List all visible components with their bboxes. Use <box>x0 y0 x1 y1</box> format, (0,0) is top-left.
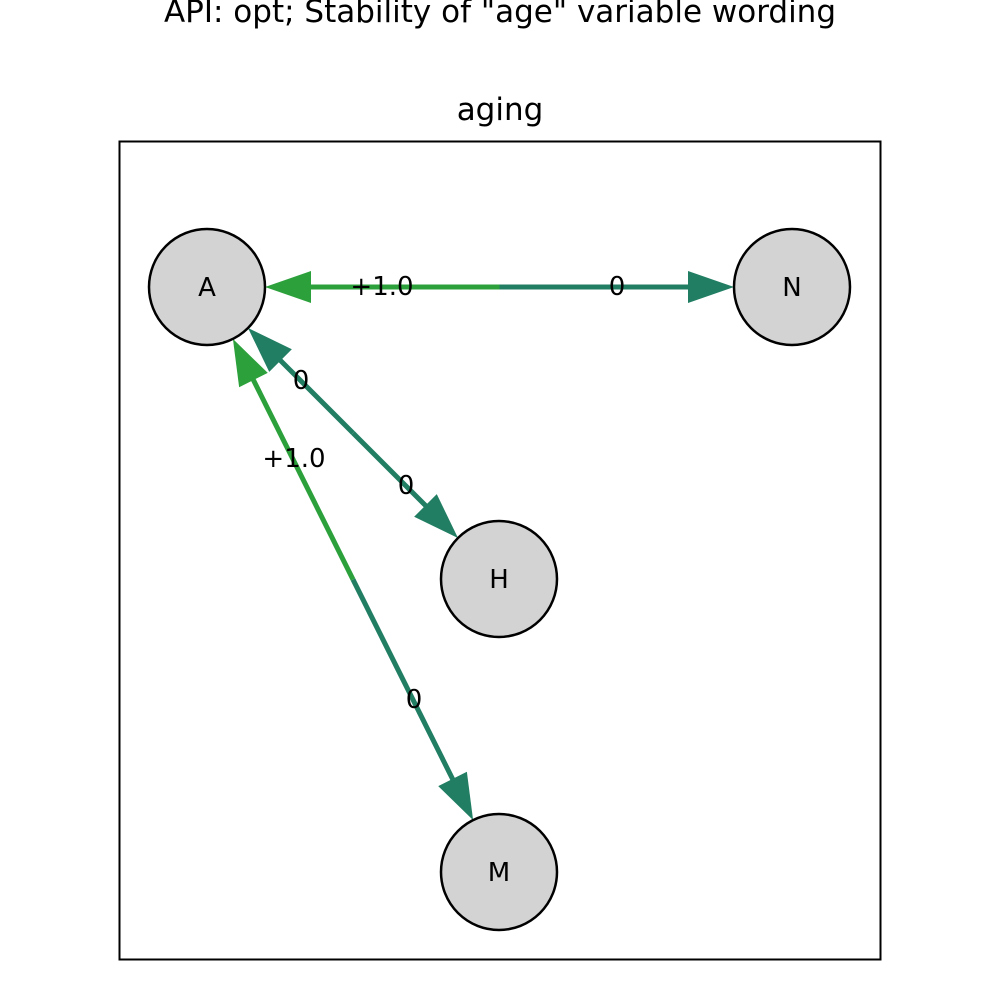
edge-labels-layer: 0 +1.0 0 0 0 +1.0 <box>262 272 625 715</box>
node-A: A <box>147 227 267 347</box>
edge-H-A-segment-from <box>351 431 439 519</box>
node-N-label: N <box>782 273 801 303</box>
edge-M-A-arrowhead-to <box>232 338 268 388</box>
edges-layer <box>232 271 734 821</box>
node-M: M <box>439 812 559 932</box>
node-H-label: H <box>489 565 509 595</box>
node-M-label: M <box>488 858 510 888</box>
plot-frame <box>118 140 882 961</box>
edge-H-A-arrowhead-to <box>248 328 292 372</box>
edge-H-A-label-to: 0 <box>293 366 310 396</box>
edge-H-A-label-from: 0 <box>398 471 415 501</box>
edge-M-A-arrowhead-from <box>438 771 474 821</box>
edge-N-A-label-to: +1.0 <box>350 272 413 302</box>
edge-M-A-segment-from <box>350 578 462 795</box>
node-N-circle <box>732 227 852 347</box>
node-A-label: A <box>198 273 216 303</box>
nodes-layer: A N H M <box>147 227 852 932</box>
edge-H-A-segment-to <box>267 347 355 435</box>
axes-title: aging <box>456 92 544 128</box>
edge-M-A-label-to: +1.0 <box>262 444 325 474</box>
figure-title: API: opt; Stability of "age" variable wo… <box>163 0 837 30</box>
node-H: H <box>439 519 559 639</box>
edge-N-A-arrowhead-to <box>265 271 311 303</box>
edge-H-A-arrowhead-from <box>414 494 458 538</box>
node-H-circle <box>439 519 559 639</box>
edge-M-A-segment-to <box>244 364 356 581</box>
edge-N-A-arrowhead-from <box>688 271 734 303</box>
node-N: N <box>732 227 852 347</box>
node-M-circle <box>439 812 559 932</box>
edge-N-A-label-from: 0 <box>609 272 626 302</box>
node-A-circle <box>147 227 267 347</box>
edge-M-A-label-from: 0 <box>406 685 423 715</box>
